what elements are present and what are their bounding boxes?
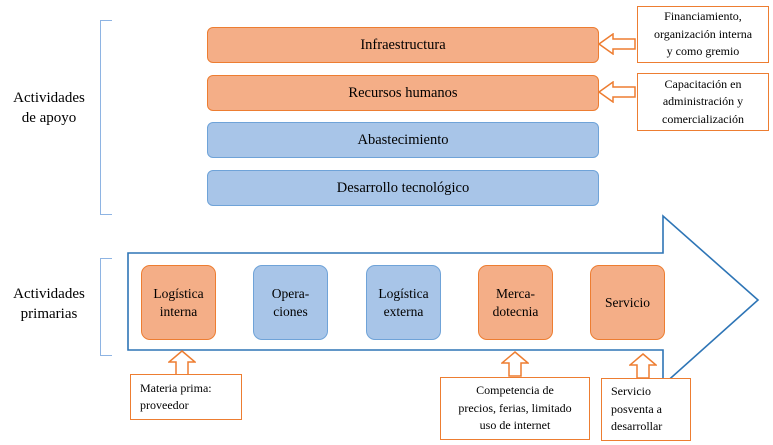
support-bar-recursos-humanos: Recursos humanos (207, 75, 599, 111)
primary-box-servicio: Servicio (590, 265, 665, 340)
support-bar-abastecimiento: Abastecimiento (207, 122, 599, 158)
primary-activities-label: Actividades primarias (13, 286, 85, 323)
callout-arrow-up-icon (629, 353, 657, 379)
callout-arrow-up-icon (168, 350, 196, 376)
primary-activities-bracket (100, 258, 112, 356)
primary-box-label: Servicio (605, 294, 650, 310)
support-bar-label: Recursos humanos (348, 84, 458, 101)
callout-arrow-left-icon (598, 81, 636, 103)
primary-box-mercadotecnia: Merca- dotecnia (478, 265, 553, 340)
callout-competencia: Competencia de precios, ferias, limitado… (440, 377, 590, 440)
callout-servicio-posventa: Servicio posventa a desarrollar (601, 378, 691, 441)
callout-financiamiento: Financiamiento, organización interna y c… (637, 6, 769, 63)
primary-box-logistica-externa: Logística externa (366, 265, 441, 340)
callout-arrow-left-icon (598, 33, 636, 55)
support-bar-label: Desarrollo tecnológico (336, 179, 470, 196)
callout-capacitacion: Capacitación en administración y comerci… (637, 73, 769, 131)
value-chain-arrow (127, 214, 760, 387)
primary-box-label: Logística externa (378, 285, 429, 319)
support-bar-infraestructura: Infraestructura (207, 27, 599, 63)
callout-arrow-up-icon (501, 351, 529, 377)
primary-box-label: Merca- dotecnia (492, 285, 539, 319)
primary-box-operaciones: Opera- ciones (253, 265, 328, 340)
support-bar-desarrollo-tecnologico: Desarrollo tecnológico (207, 170, 599, 206)
support-activities-label: Actividades de apoyo (13, 90, 85, 127)
primary-box-label: Logística interna (153, 285, 204, 319)
support-activities-bracket (100, 20, 112, 215)
primary-box-label: Opera- ciones (271, 285, 310, 319)
callout-materia-prima: Materia prima: proveedor (130, 374, 242, 420)
support-bar-label: Abastecimiento (357, 131, 449, 148)
primary-box-logistica-interna: Logística interna (141, 265, 216, 340)
support-bar-label: Infraestructura (360, 36, 446, 53)
